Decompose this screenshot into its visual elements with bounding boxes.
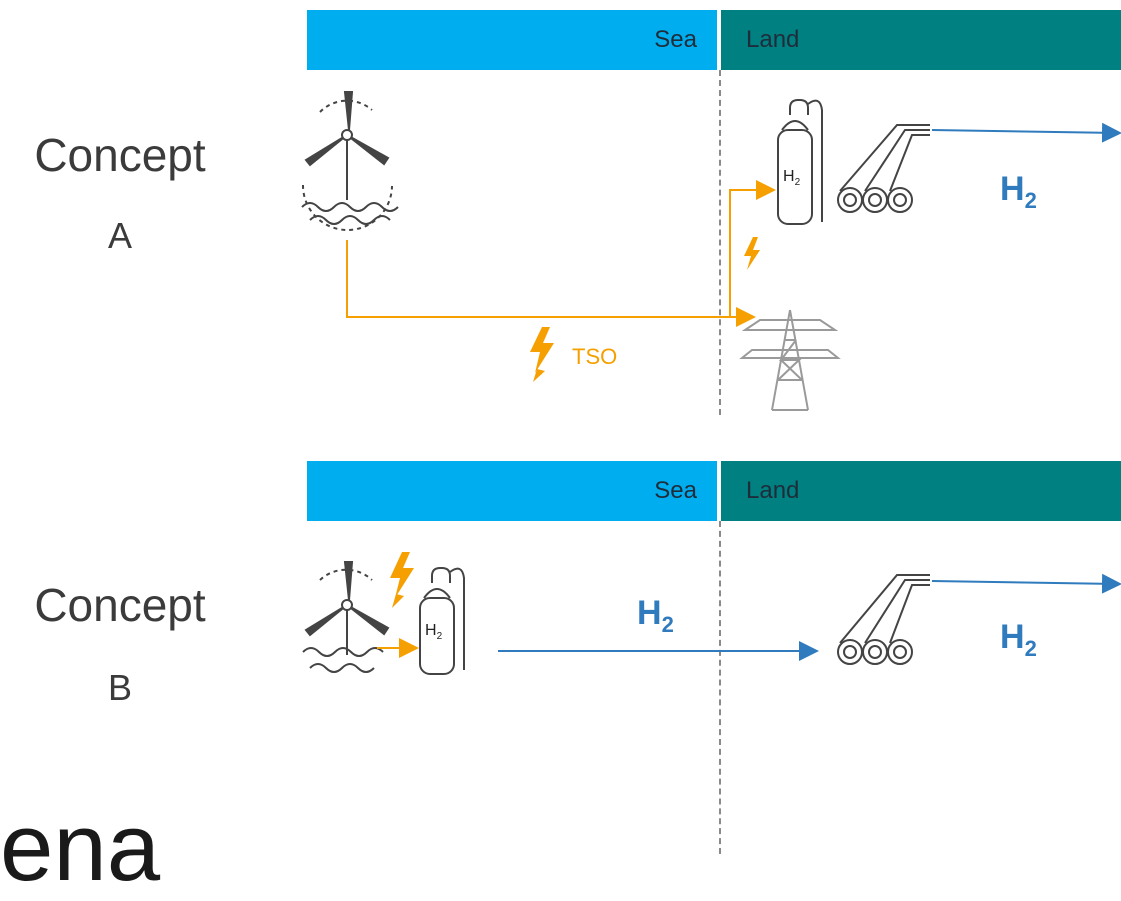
concept-a-letter: A xyxy=(107,215,132,256)
concept-b-lightning-icon xyxy=(390,552,414,608)
concept-b-land-band: Land xyxy=(721,461,1121,521)
concept-b-title: Concept xyxy=(34,579,206,631)
concept-a-power-to-electrolyser xyxy=(729,180,776,317)
concept-a-hydrogen-label: H2 xyxy=(1000,170,1037,213)
concept-a-power-cable xyxy=(346,240,756,327)
concept-b-onshore-hydrogen-label: H2 xyxy=(1000,618,1037,661)
concept-b-hydrogen-tank-icon xyxy=(419,567,465,675)
concept-a-small-lightning-icon xyxy=(744,237,760,270)
concept-b-wind-turbine-icon xyxy=(302,561,390,673)
concept-b-tank-label: H2 xyxy=(425,622,443,643)
concept-b-offshore-hydrogen-label: H2 xyxy=(637,594,674,637)
concept-a-transmission-pylon-icon xyxy=(739,309,841,411)
concept-a-hydrogen-tank-icon xyxy=(777,99,823,225)
concept-a-hydrogen-pipe xyxy=(931,122,1121,143)
footer-partial-text: ena xyxy=(0,794,161,901)
concept-b-sea-band: Sea xyxy=(307,461,717,521)
concept-a-pipeline-icon xyxy=(837,124,930,213)
concept-b-sea-label: Sea xyxy=(654,477,697,504)
concept-a-tso-label: TSO xyxy=(572,344,618,369)
concept-a-land-band: Land xyxy=(721,10,1121,70)
concept-a-wind-turbine-icon xyxy=(301,91,399,231)
concept-b-land-label: Land xyxy=(746,477,800,504)
concept-a-lightning-icon xyxy=(530,327,554,382)
concept-a-sea-band: Sea xyxy=(307,10,717,70)
concept-diagram xyxy=(301,91,1121,675)
concept-a-land-label: Land xyxy=(746,26,800,53)
concept-a-shoreline-divider xyxy=(719,70,721,415)
concept-b-shoreline-divider xyxy=(719,521,721,854)
concept-a-title: Concept xyxy=(34,129,206,181)
concept-b-letter: B xyxy=(107,667,132,708)
concept-a-sea-label: Sea xyxy=(654,26,697,53)
concept-b-hydrogen-pipe-onshore xyxy=(931,573,1121,594)
concept-b-pipeline-icon xyxy=(837,574,930,665)
concept-a-tank-label: H2 xyxy=(783,168,801,189)
